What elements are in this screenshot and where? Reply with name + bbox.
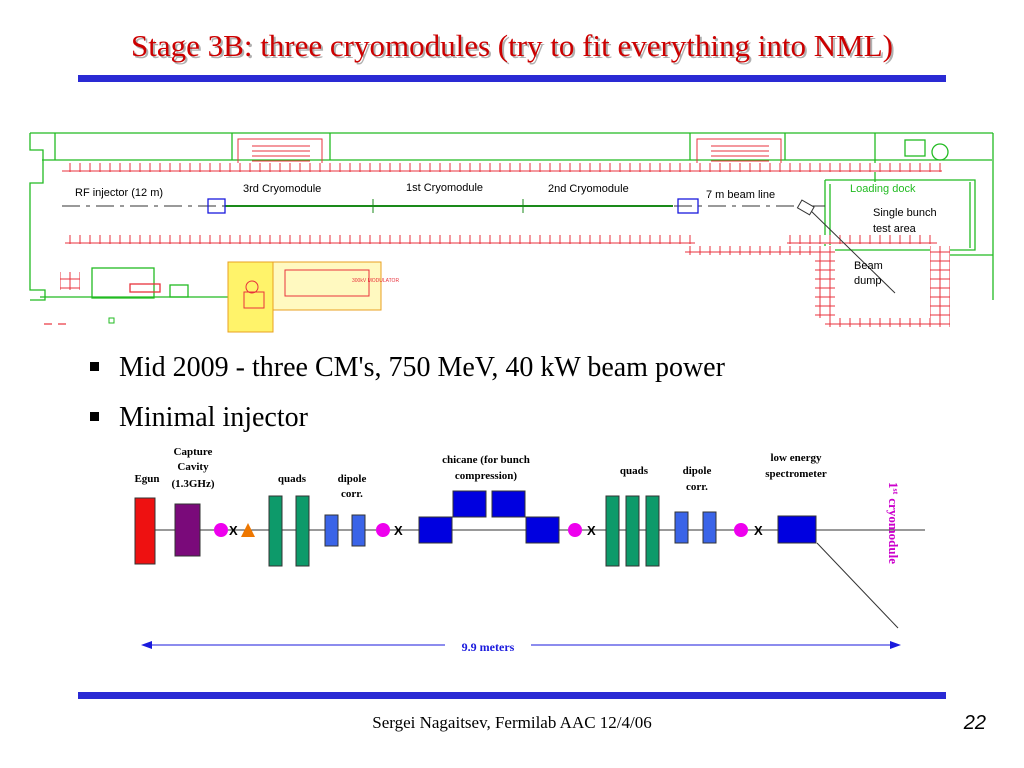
cryo-superscript: st (891, 489, 900, 495)
bullet-square-icon (90, 412, 99, 422)
chicane-label-1: chicane (for bunch (442, 454, 530, 466)
capture-label-2: Cavity (177, 461, 209, 473)
dipole-label-2b: corr. (686, 481, 708, 493)
cm3-label: 3rd Cryomodule (243, 183, 321, 195)
cryo-number: 1 (886, 482, 901, 489)
loading-dock-label: Loading dock (850, 183, 916, 195)
chicane-dipole (452, 490, 487, 518)
dipole-label-1a: dipole (338, 473, 367, 485)
egun-label: Egun (134, 473, 159, 485)
quads-label-2: quads (620, 465, 649, 477)
dipole-label-2a: dipole (683, 465, 712, 477)
spectrometer-dipole (777, 515, 817, 544)
nml-floor-plan: RF injector (12 m) 3rd Cryomodule 1st Cr… (29, 132, 994, 333)
dipole-corrector (351, 514, 366, 547)
quad-magnet (295, 495, 310, 567)
diagnostic-marker (214, 523, 228, 537)
diagnostic-marker (376, 523, 390, 537)
cm1-label: 1st Cryomodule (406, 182, 483, 194)
bullet-item: Minimal injector (90, 402, 308, 434)
chicane-dipole (491, 490, 526, 518)
quads-label-1: quads (278, 473, 307, 485)
x-mark: X (394, 523, 403, 538)
first-cryomodule-label: 1st cryomodule (886, 482, 901, 564)
footer-rule (78, 692, 946, 699)
chicane-label-2: compression) (455, 470, 517, 482)
quad-magnet (605, 495, 620, 567)
low-energy-label-1: low energy (770, 452, 822, 464)
bullet-square-icon (90, 362, 99, 372)
egun-block (134, 497, 156, 565)
bullet-text: Minimal injector (119, 402, 308, 433)
bullet-item: Mid 2009 - three CM's, 750 MeV, 40 kW be… (90, 352, 725, 384)
slide-title: Stage 3B: three cryomodules (try to fit … (131, 28, 893, 63)
chicane-dipole (525, 516, 560, 544)
x-mark: X (587, 523, 596, 538)
capture-label-1: Capture (174, 446, 213, 458)
low-energy-label-2: spectrometer (765, 468, 827, 480)
diagnostic-marker (568, 523, 582, 537)
quad-magnet (645, 495, 660, 567)
cryo-word: cryomodule (886, 498, 901, 564)
beam-dump-label-1: Beam (854, 260, 883, 272)
cm2-label: 2nd Cryomodule (548, 183, 629, 195)
x-mark: X (229, 523, 238, 538)
quad-magnet (268, 495, 283, 567)
beam-dump-label-2: dump (854, 275, 882, 287)
single-bunch-label-1: Single bunch (873, 207, 937, 219)
x-mark: X (754, 523, 763, 538)
footer-text: Sergei Nagaitsev, Fermilab AAC 12/4/06 (372, 713, 652, 732)
chicane-dipole (418, 516, 453, 544)
modulator-label: 300kV MODULATOR (352, 278, 399, 284)
dipole-corrector (674, 511, 689, 544)
title-underline (78, 75, 946, 82)
single-bunch-label-2: test area (873, 223, 917, 235)
bullet-text: Mid 2009 - three CM's, 750 MeV, 40 kW be… (119, 352, 725, 383)
capture-label-3: (1.3GHz) (171, 478, 214, 490)
quad-magnet (625, 495, 640, 567)
rf-injector-label: RF injector (12 m) (75, 187, 163, 199)
injector-diagram: X X X X Egun Capture Cavity (1.3GHz) qua… (134, 446, 925, 654)
dipole-label-1b: corr. (341, 488, 363, 500)
dipole-corrector (324, 514, 339, 547)
dipole-corrector (702, 511, 717, 544)
triangle-marker-icon (241, 523, 255, 537)
length-label: 9.9 meters (462, 640, 515, 654)
page-number: 22 (963, 712, 986, 734)
capture-cavity-block (174, 503, 201, 557)
diagnostic-marker (734, 523, 748, 537)
beamline-label: 7 m beam line (706, 189, 775, 201)
